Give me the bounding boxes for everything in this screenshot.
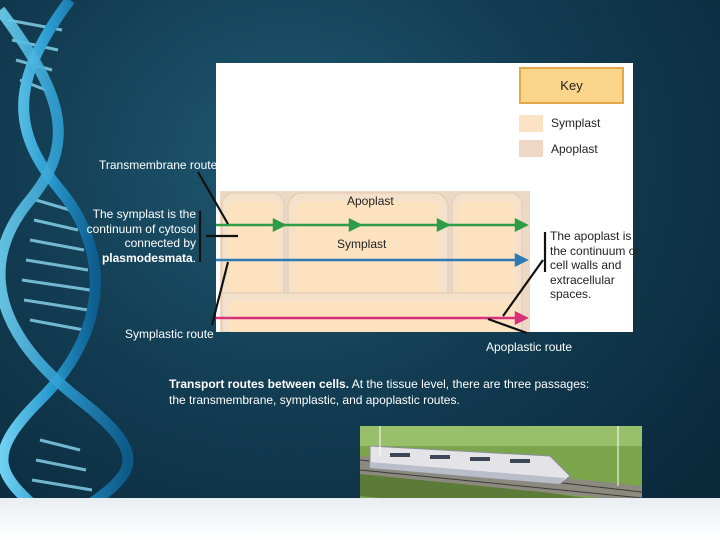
apoplast-note: The apoplast is the continuum of cell wa…: [550, 229, 639, 301]
key-label-symplast: Symplast: [551, 116, 601, 130]
key-swatch-apoplast: [519, 140, 543, 157]
symplast-inner-label: Symplast: [337, 237, 387, 251]
key-swatch-symplast: [519, 115, 543, 132]
symplast-note: The symplast is the continuum of cytosol…: [84, 207, 196, 265]
apoplastic-route-label: Apoplastic route: [486, 340, 573, 354]
figure-panel: [216, 63, 633, 333]
dna-helix-decoration: [0, 0, 134, 540]
bottom-band: [0, 498, 720, 540]
key-title: Key: [519, 67, 624, 104]
symplast-note-text: The symplast is the continuum of cytosol…: [86, 207, 196, 250]
transmembrane-arrow: [216, 217, 529, 233]
symplastic-arrow: [216, 252, 529, 268]
dna-rungs: [7, 18, 93, 492]
plasmodesmata-term: plasmodesmata: [101, 250, 193, 265]
dna-strand-b: [0, 6, 134, 540]
figure-caption: Transport routes between cells. At the t…: [169, 377, 609, 408]
cell-diagram: [216, 191, 530, 333]
caption-title: Transport routes between cells.: [169, 377, 350, 391]
apoplast-inner-label: Apoplast: [347, 194, 394, 208]
apoplastic-arrow: [216, 310, 529, 326]
transmembrane-route-label: Transmembrane route: [99, 158, 218, 172]
symplastic-route-label: Symplastic route: [125, 327, 214, 341]
dna-strand-a: [0, 0, 101, 540]
caption-body: At the tissue level, there are three pas…: [169, 377, 590, 407]
key-label-apoplast: Apoplast: [551, 142, 598, 156]
symplast-note-period: .: [192, 250, 196, 265]
